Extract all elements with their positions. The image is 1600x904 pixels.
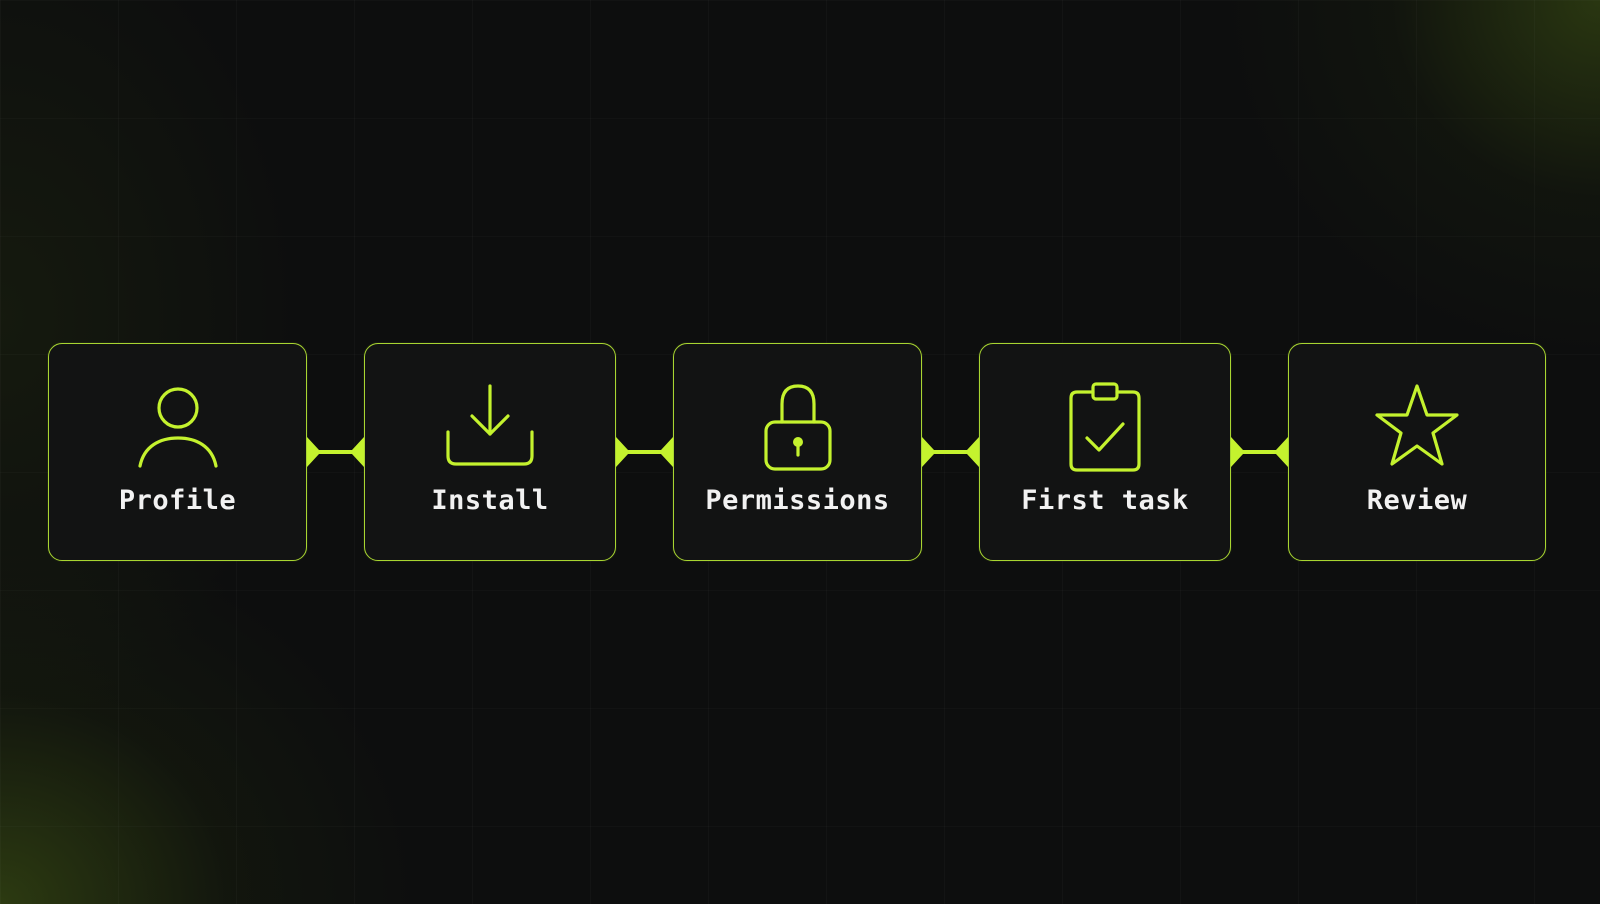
clipboard-check-icon [1057,378,1153,474]
lock-icon [750,378,846,474]
step-review: Review [1288,343,1546,561]
connector [307,432,364,472]
step-label: Review [1366,485,1468,516]
step-profile: Profile [48,343,307,561]
step-install: Install [364,343,616,561]
download-icon [442,378,538,474]
step-label: Profile [118,485,237,516]
onboarding-flow: Profile Install Per [48,343,1546,561]
star-icon [1369,378,1465,474]
step-permissions: Permissions [673,343,922,561]
step-label: Permissions [705,485,890,516]
step-label: First task [1021,485,1189,516]
step-first-task: First task [979,343,1231,561]
step-label: Install [431,485,549,516]
connector [1231,432,1288,472]
user-icon [130,378,226,474]
connector [616,432,673,472]
connector [922,432,979,472]
